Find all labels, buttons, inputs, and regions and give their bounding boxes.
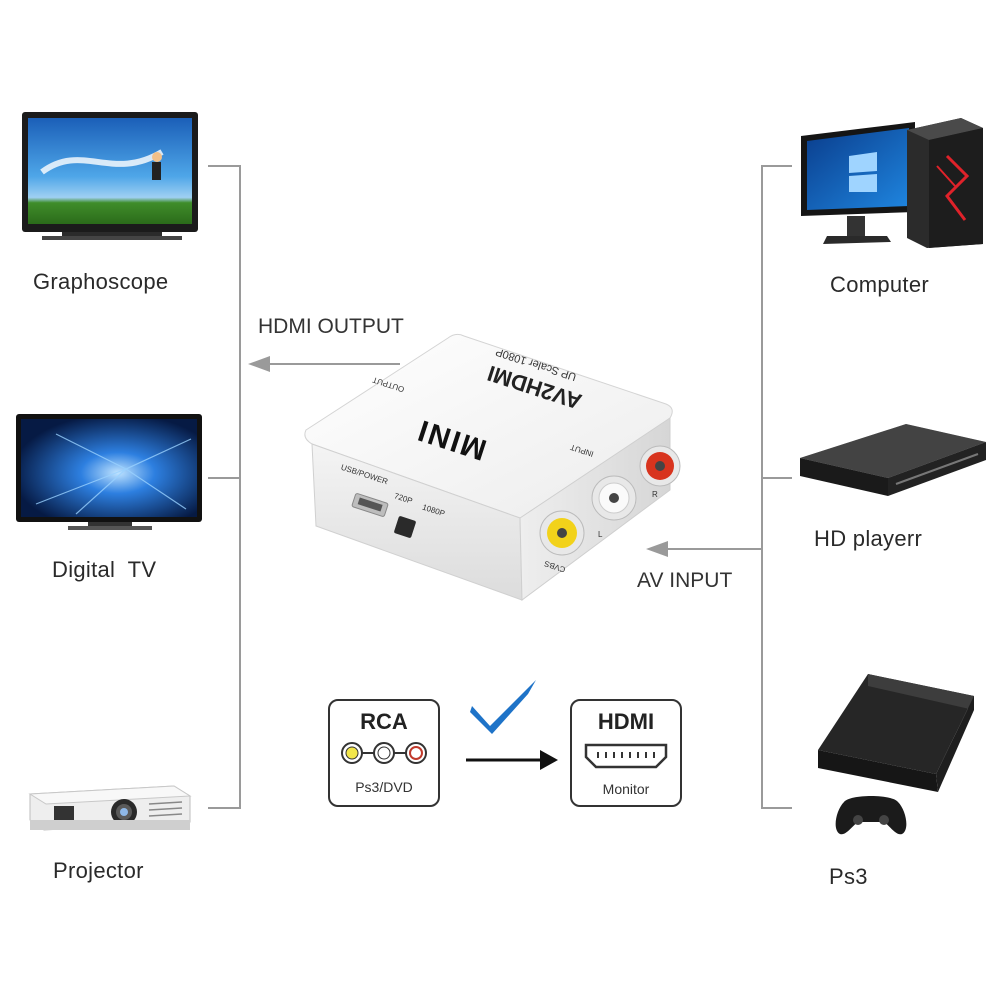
digital-tv-device	[16, 414, 204, 534]
hdmi-title: HDMI	[597, 709, 655, 734]
ps3-label: Ps3	[829, 864, 868, 889]
av2hdmi-converter: MINI AV2HDMI UP Scaler 1080P OUTPUT INPU…	[298, 330, 698, 610]
jack-l-text: L	[598, 530, 603, 539]
digital-tv-label: Digital TV	[52, 557, 157, 582]
digital-tv-icon	[16, 414, 202, 530]
projector-icon	[28, 785, 192, 831]
jack-r-text: R	[652, 490, 658, 499]
desktop-computer-icon	[801, 118, 983, 248]
computer-label: Computer	[830, 272, 929, 297]
conversion-arrow	[466, 680, 558, 770]
check-icon	[470, 680, 536, 734]
ps3-device	[814, 670, 978, 856]
hdmi-badge: HDMI Monitor	[570, 699, 682, 807]
hd-player-icon	[800, 424, 986, 496]
ps3-console-icon	[818, 674, 974, 835]
converter-box-graphic	[304, 333, 681, 601]
rca-jack-white	[591, 475, 637, 521]
rca-jack-red	[639, 445, 681, 487]
graphoscope-device	[22, 112, 202, 250]
hd-player-device	[796, 418, 990, 498]
flat-tv-icon	[22, 112, 198, 240]
rca-title: RCA	[360, 709, 408, 734]
hdmi-subtitle: Monitor	[602, 781, 650, 797]
rca-subtitle: Ps3/DVD	[355, 779, 413, 795]
computer-device	[797, 116, 987, 248]
projector-device	[24, 774, 196, 836]
rca-badge: RCA Ps3/DVD	[328, 699, 440, 807]
av-input-label: AV INPUT	[637, 569, 733, 592]
hd-player-label: HD playerr	[814, 526, 923, 551]
hdmi-output-label: HDMI OUTPUT	[258, 315, 404, 338]
graphoscope-label: Graphoscope	[33, 269, 169, 294]
projector-label: Projector	[53, 858, 144, 883]
hdmi-port-icon	[584, 743, 668, 769]
rca-plugs-icon	[341, 742, 427, 764]
rca-jack-yellow	[539, 510, 585, 556]
